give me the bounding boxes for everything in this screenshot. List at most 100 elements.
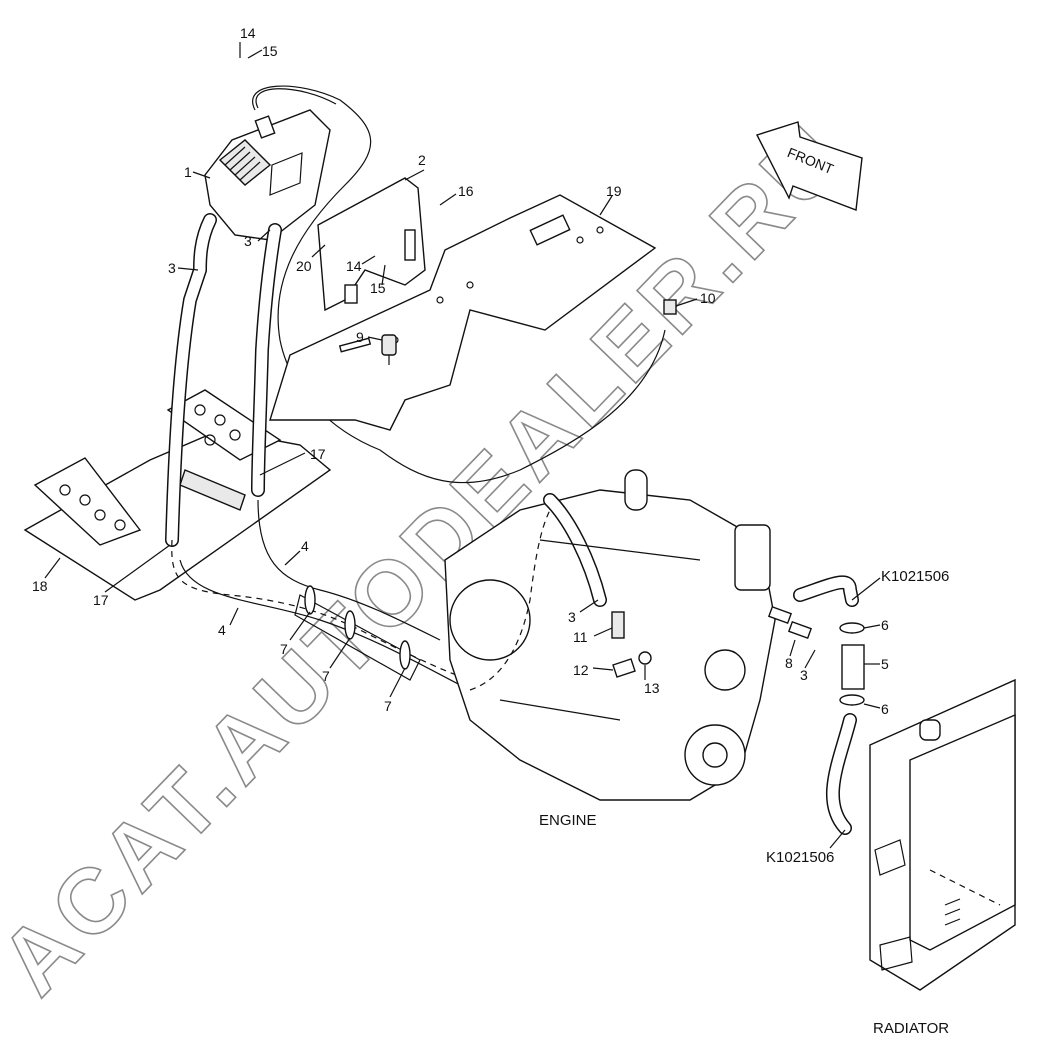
connector-5 bbox=[841, 644, 865, 690]
plate-body bbox=[269, 194, 657, 431]
bracket-slot-right bbox=[404, 229, 416, 261]
callout-11: 11 bbox=[573, 629, 588, 645]
callout-20: 20 bbox=[296, 258, 312, 274]
callout-14: 14 bbox=[240, 25, 256, 41]
harness-top bbox=[255, 88, 337, 109]
plate-hole bbox=[576, 236, 584, 244]
mounting-plate bbox=[269, 194, 657, 431]
pedal-left bbox=[33, 457, 142, 546]
callout-9: 9 bbox=[356, 329, 364, 345]
callout-15: 15 bbox=[262, 43, 278, 59]
callout-18: 18 bbox=[32, 578, 48, 594]
heater-harness bbox=[252, 85, 666, 484]
heater-unit bbox=[204, 109, 331, 241]
flywheel bbox=[449, 579, 531, 661]
switch bbox=[381, 334, 397, 365]
callout-6: 6 bbox=[881, 617, 889, 633]
bracket-body bbox=[317, 177, 426, 312]
engine-label: ENGINE bbox=[539, 812, 597, 829]
radiator-dash bbox=[929, 869, 1001, 906]
callout-17: 17 bbox=[310, 446, 326, 462]
fitting-8b bbox=[787, 620, 813, 640]
captions: K1021506 K1021506 ENGINE RADIATOR bbox=[539, 568, 949, 1037]
radiator-label: RADIATOR bbox=[873, 1020, 949, 1037]
hose-lower bbox=[179, 559, 471, 691]
radiator-bracket bbox=[874, 839, 906, 876]
engine-detail bbox=[499, 699, 621, 721]
alt-pulley bbox=[704, 649, 746, 691]
heater-panel bbox=[269, 152, 303, 196]
callout-8: 8 bbox=[785, 655, 793, 671]
pulley-hub bbox=[702, 742, 728, 768]
bracket-slot-left bbox=[344, 284, 358, 304]
floor-mechanism bbox=[179, 469, 246, 511]
heater-fitting bbox=[254, 115, 276, 139]
leader-lines bbox=[44, 42, 881, 849]
radiator-cap bbox=[919, 719, 941, 741]
fuel-filter bbox=[734, 524, 771, 591]
grille-slats bbox=[224, 146, 261, 181]
radiator-foot bbox=[879, 936, 913, 971]
engine-fitting bbox=[638, 651, 652, 665]
plate-slot bbox=[338, 337, 372, 353]
callout-5: 5 bbox=[881, 656, 889, 672]
callout-15: 15 bbox=[370, 280, 386, 296]
front-arrow: FRONT bbox=[756, 121, 863, 211]
callout-13: 13 bbox=[644, 680, 660, 696]
callout-3: 3 bbox=[800, 667, 808, 683]
part-ref-top: K1021506 bbox=[881, 568, 949, 585]
front-arrow-shape bbox=[756, 121, 863, 211]
plate-hole bbox=[596, 226, 604, 234]
radiator bbox=[869, 678, 1016, 991]
fitting-8 bbox=[767, 605, 793, 625]
callout-3: 3 bbox=[168, 260, 176, 276]
engine-hose-inner bbox=[544, 494, 606, 606]
hose-right-inner bbox=[252, 224, 281, 496]
part-ref-bottom: K1021506 bbox=[766, 849, 834, 866]
callout-12: 12 bbox=[573, 662, 589, 678]
plate-hole bbox=[466, 281, 474, 289]
engine-valve bbox=[611, 611, 625, 639]
callout-17: 17 bbox=[93, 592, 109, 608]
radiator-core bbox=[909, 713, 1016, 951]
clamp-6-bottom bbox=[839, 694, 865, 706]
engine-block bbox=[444, 489, 776, 801]
clamp-6-top bbox=[839, 622, 865, 634]
plate-cutout bbox=[529, 214, 571, 246]
bracket bbox=[317, 177, 426, 312]
callout-3: 3 bbox=[244, 233, 252, 249]
lower-hose-inner bbox=[827, 714, 856, 834]
callout-7: 7 bbox=[322, 668, 330, 684]
callout-1: 1 bbox=[184, 164, 192, 180]
pedal-holes bbox=[59, 404, 241, 531]
callout-6: 6 bbox=[881, 701, 889, 717]
callout-4: 4 bbox=[218, 622, 226, 638]
callout-7: 7 bbox=[384, 698, 392, 714]
hose-sleeve bbox=[294, 594, 421, 681]
callout-7: 7 bbox=[280, 641, 288, 657]
callouts: 14 15 1 2 16 19 3 3 20 14 15 10 9 17 18 … bbox=[32, 25, 889, 717]
radiator-hoses bbox=[767, 575, 865, 835]
callout-19: 19 bbox=[606, 183, 622, 199]
engine-elbow bbox=[612, 658, 636, 678]
heater-hoses bbox=[165, 213, 471, 691]
plate-hole bbox=[436, 296, 444, 304]
switch-body bbox=[381, 334, 397, 356]
callout-4: 4 bbox=[301, 538, 309, 554]
hose-upper bbox=[257, 499, 441, 641]
callout-16: 16 bbox=[458, 183, 474, 199]
hose-clamps bbox=[304, 585, 411, 670]
connector bbox=[663, 299, 677, 315]
heater-grille bbox=[218, 139, 272, 186]
callout-3: 3 bbox=[568, 609, 576, 625]
hose-route-left bbox=[171, 539, 471, 681]
engine-detail bbox=[539, 539, 701, 561]
hose-left-inner bbox=[166, 214, 216, 546]
upper-hose-inner bbox=[794, 576, 858, 606]
engine-hose-route bbox=[469, 509, 551, 691]
callout-10: 10 bbox=[700, 290, 716, 306]
callout-14: 14 bbox=[346, 258, 362, 274]
oil-filler bbox=[624, 469, 648, 511]
